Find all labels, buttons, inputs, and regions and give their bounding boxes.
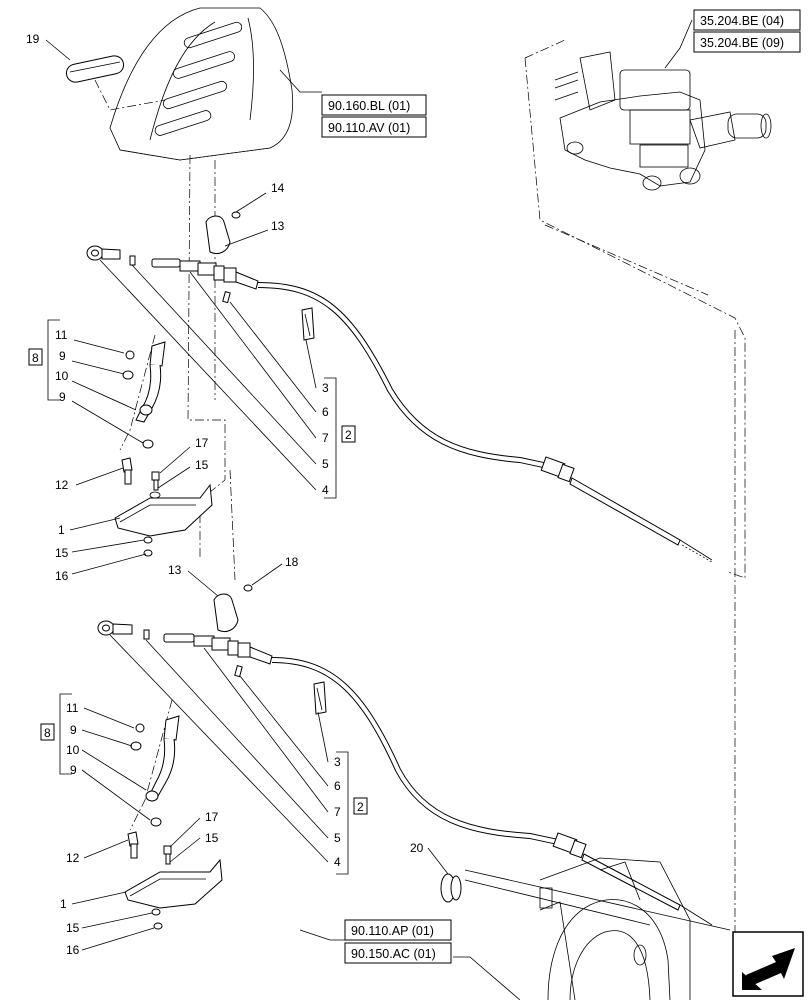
callout-9-bottom-a: 9 [70,723,77,737]
callout-11-bottom: 11 [66,701,79,715]
callout-7-top: 7 [322,431,329,445]
floor-illustration [464,857,731,1000]
ref-link-floor-1[interactable]: 90.110.AP (01) [344,919,452,941]
group-box-2-top [341,425,356,443]
callout-16-top: 16 [55,569,69,583]
callout-10-top: 10 [55,369,69,383]
group-label-8-top: 8 [32,351,39,365]
callout-9-bottom-b: 9 [70,763,77,777]
callout-15-top-b: 15 [55,546,69,560]
callout-4-top: 4 [322,483,329,497]
ref-text-valve-1: 35.204.BE (04) [700,14,784,28]
callout-15-bottom-a: 15 [205,831,219,845]
callout-18: 18 [285,555,299,569]
callout-6-top: 6 [322,405,329,419]
callout-1-bottom: 1 [60,897,67,911]
group-label-2-top: 2 [345,428,352,442]
callout-6-bottom: 6 [334,779,341,793]
bottom-bracket-assembly [124,715,223,930]
callout-5-bottom: 5 [334,831,341,845]
nav-arrow-button[interactable] [732,931,804,997]
ref-link-valve-1[interactable]: 35.204.BE (04) [693,9,801,31]
callout-14: 14 [271,181,285,195]
group-label-8-bottom: 8 [44,726,51,740]
callout-13-bottom: 13 [168,563,182,577]
callout-1-top: 1 [58,523,65,537]
group-box-8-top [28,348,43,366]
callout-11-top: 11 [55,328,68,342]
grommet-part [440,873,462,903]
ref-text-seat-2: 90.110.AV (01) [328,121,410,135]
group-brackets [47,319,349,875]
group-box-8-bottom [40,723,55,741]
callout-17-bottom: 17 [205,810,219,824]
ref-link-valve-2[interactable]: 35.204.BE (09) [693,31,801,53]
arrow-down-left-icon [742,948,795,990]
callout-15-bottom-b: 15 [66,921,80,935]
ref-text-valve-2: 35.204.BE (09) [700,36,784,50]
callout-17-top: 17 [195,436,209,450]
callout-3-top: 3 [322,381,329,395]
group-box-2-bottom [353,797,368,815]
ref-text-seat-1: 90.160.BL (01) [328,99,410,113]
callout-5-top: 5 [322,457,329,471]
callout-16-bottom: 16 [66,943,80,957]
callout-7-bottom: 7 [334,805,341,819]
top-cable-assembly [86,211,713,563]
callout-19: 19 [26,32,40,46]
bottom-cable-assembly [97,584,713,926]
group-label-2-bottom: 2 [357,800,364,814]
callout-15-top-a: 15 [195,458,209,472]
ref-text-floor-2: 90.150.AC (01) [351,947,436,961]
seat-illustration [109,7,294,161]
callout-12-top: 12 [55,478,69,492]
callout-9-top-a: 9 [59,349,66,363]
callout-10-bottom: 10 [66,743,80,757]
callout-20: 20 [410,841,424,855]
ref-link-seat-1[interactable]: 90.160.BL (01) [321,94,427,116]
ref-text-floor-1: 90.110.AP (01) [351,924,434,938]
seat-cap-part [65,55,125,83]
callout-3-bottom: 3 [334,755,341,769]
leader-lines [45,19,693,1000]
callout-12-bottom: 12 [66,851,80,865]
callout-4-bottom: 4 [334,855,341,869]
ref-link-seat-2[interactable]: 90.110.AV (01) [321,116,427,138]
ref-link-floor-2[interactable]: 90.150.AC (01) [344,942,452,964]
valve-illustration [554,51,772,191]
callout-13-top: 13 [271,219,285,233]
top-bracket-assembly [114,341,213,557]
callout-9-top-b: 9 [59,390,66,404]
